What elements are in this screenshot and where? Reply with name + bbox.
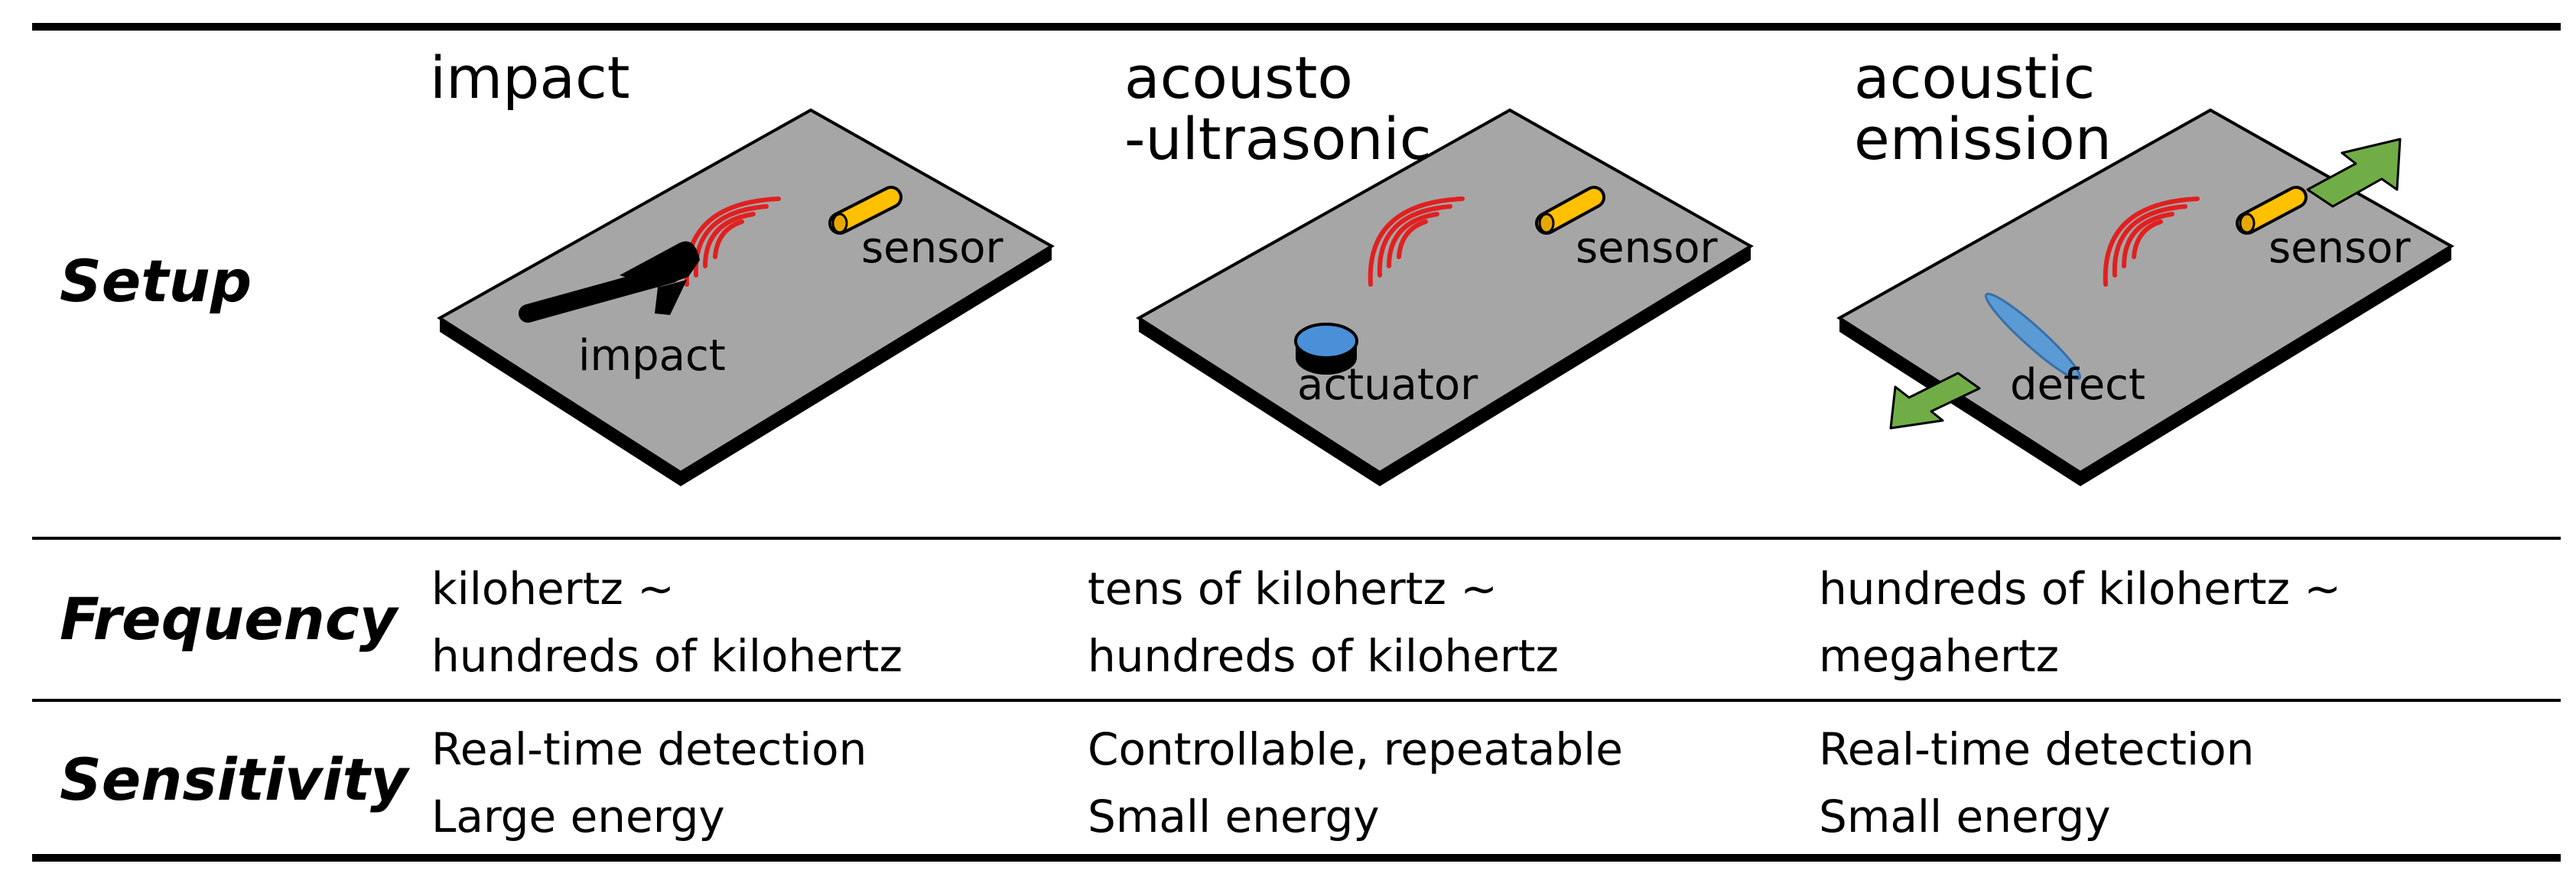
defect-icon <box>1984 292 2082 381</box>
sensor-icon <box>2236 186 2308 235</box>
setup-diagram-acousto-ultrasonic: sensor actuator <box>1136 108 1754 486</box>
impact-label: impact <box>578 331 726 381</box>
tension-arrow-icon <box>1889 372 1981 430</box>
sensor-icon <box>828 186 903 235</box>
sensitivity-line: Real-time detection <box>1819 723 2255 775</box>
setup-diagram-acoustic-emission: sensor defect <box>1836 108 2454 486</box>
column-title-line: -ultrasonic <box>1124 105 1432 173</box>
top-rule <box>32 23 2561 31</box>
setup-bottom-rule <box>32 537 2561 540</box>
wave-icon <box>2103 196 2200 287</box>
sensitivity-line: Small energy <box>1088 791 1380 843</box>
frequency-line: hundreds of kilohertz ~ <box>1819 563 2341 615</box>
column-title-impact: impact <box>430 47 630 109</box>
column-title-line: impact <box>430 44 630 112</box>
row-label-frequency: Frequency <box>60 585 398 653</box>
wave-icon <box>1368 196 1465 287</box>
plate-edge <box>1839 246 2451 486</box>
frequency-cell-acoustic-emission: hundreds of kilohertz ~ megahertz <box>1819 555 2341 690</box>
plate-top <box>437 108 1055 475</box>
sensitivity-line: Real-time detection <box>431 723 867 775</box>
frequency-line: hundreds of kilohertz <box>1088 630 1559 682</box>
column-title-line: emission <box>1854 105 2112 173</box>
sensitivity-cell-acousto-ultrasonic: Controllable, repeatable Small energy <box>1088 716 1623 850</box>
frequency-line: kilohertz ~ <box>431 563 675 615</box>
sensor-label: sensor <box>861 223 1004 273</box>
plate-edge <box>440 246 1052 486</box>
frequency-bottom-rule <box>32 699 2561 702</box>
row-label-sensitivity: Sensitivity <box>60 745 408 813</box>
setup-diagram-impact: sensor impact <box>437 108 1055 486</box>
frequency-line: tens of kilohertz ~ <box>1088 563 1498 615</box>
row-label-setup: Setup <box>60 247 252 315</box>
sensor-label: sensor <box>2269 223 2412 273</box>
plate-edge <box>1139 246 1751 486</box>
frequency-cell-acousto-ultrasonic: tens of kilohertz ~ hundreds of kilohert… <box>1088 555 1559 690</box>
plate-top <box>1136 108 1754 475</box>
actuator-label: actuator <box>1297 360 1478 410</box>
sensor-label: sensor <box>1576 223 1719 273</box>
actuator-icon <box>1294 323 1358 375</box>
sensitivity-cell-acoustic-emission: Real-time detection Small energy <box>1819 716 2254 850</box>
sensitivity-line: Small energy <box>1819 791 2111 843</box>
frequency-cell-impact: kilohertz ~ hundreds of kilohertz <box>431 555 903 690</box>
tension-arrow-icon <box>2306 138 2402 208</box>
sensitivity-line: Controllable, repeatable <box>1088 723 1623 775</box>
frequency-line: hundreds of kilohertz <box>431 630 903 682</box>
column-title-acoustic-emission: acoustic emission <box>1854 47 2112 170</box>
column-title-acousto-ultrasonic: acousto -ultrasonic <box>1124 47 1432 170</box>
bottom-rule <box>32 854 2561 862</box>
defect-label: defect <box>2010 360 2145 410</box>
sensor-icon <box>1535 186 1605 235</box>
frequency-line: megahertz <box>1819 630 2060 682</box>
sensitivity-line: Large energy <box>431 791 725 843</box>
hammer-icon <box>519 241 700 323</box>
sensitivity-cell-impact: Real-time detection Large energy <box>431 716 867 850</box>
column-title-line: acoustic <box>1854 44 2096 112</box>
column-title-line: acousto <box>1124 44 1353 112</box>
